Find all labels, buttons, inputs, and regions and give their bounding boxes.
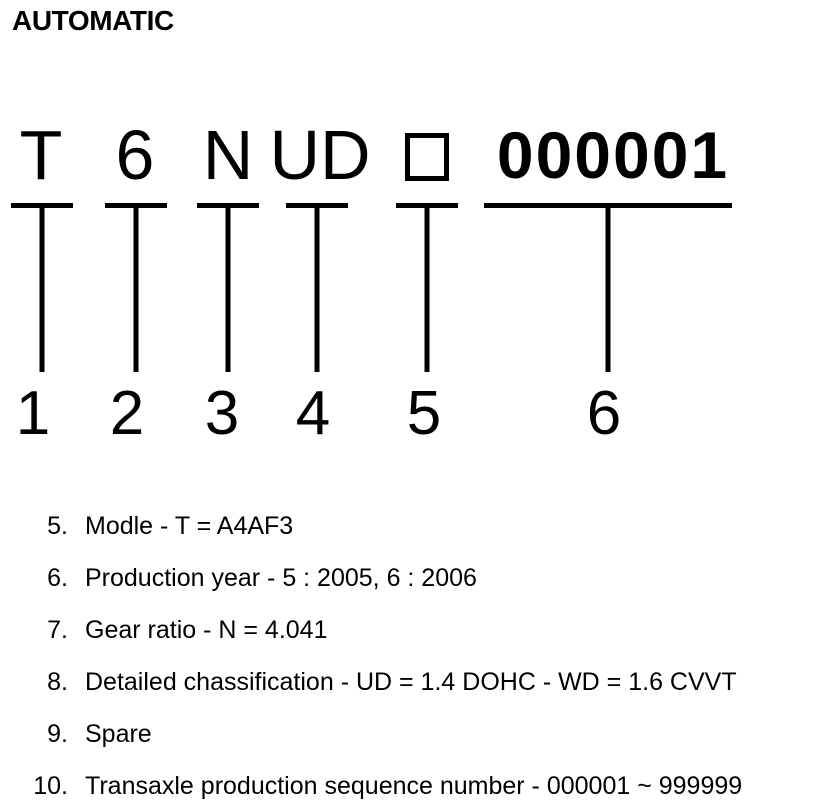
code-char-2: 6 [115,116,155,194]
leader-bar-6 [484,203,732,208]
code-char-empty-square-icon [405,133,449,181]
leader-stem-3 [225,208,231,372]
legend-item-text: Modle - T = A4AF3 [85,512,294,540]
legend-item-text: Transaxle production sequence number - 0… [85,772,743,800]
page-title: AUTOMATIC [12,5,174,36]
index-number-4: 4 [295,379,331,448]
index-number-6: 6 [586,379,622,448]
index-number-5: 5 [406,379,442,448]
leader-stem-5 [424,208,430,372]
leader-bar-4 [286,203,348,208]
legend-item-number: 10. [33,772,68,800]
legend-item-number: 6. [47,564,68,592]
leader-stem-2 [133,208,139,372]
leader-bar-2 [105,203,167,208]
leader-stem-6 [605,208,611,372]
code-char-4: UD [269,116,371,194]
leader-bar-5 [396,203,458,208]
legend-item-number: 5. [47,512,68,540]
leader-bar-1 [11,203,73,208]
index-number-3: 3 [204,379,240,448]
legend-item-number: 7. [47,616,68,644]
legend-item-text: Gear ratio - N = 4.041 [85,616,328,644]
index-number-2: 2 [109,379,145,448]
legend-item: 8. Detailed chassification - UD = 1.4 DOH… [0,656,832,708]
legend-item: 9. Spare [0,708,832,760]
legend-list: 5. Modle - T = A4AF3 6. Production year - 5… [0,500,832,812]
legend-item: 10. Transaxle production sequence number … [0,760,832,812]
leader-stem-4 [314,208,320,372]
leader-bar-3 [197,203,259,208]
legend-item: 5. Modle - T = A4AF3 [0,500,832,552]
legend-item-text: Spare [85,720,152,748]
index-number-1: 1 [15,379,51,448]
leader-stem-1 [39,208,45,372]
legend-item-text: Detailed chassification - UD = 1.4 DOHC … [85,668,737,696]
legend-item: 7. Gear ratio - N = 4.041 [0,604,832,656]
code-char-3: N [202,116,254,194]
legend-item-number: 9. [47,720,68,748]
legend-item: 6. Production year - 5 : 2005, 6 : 2006 [0,552,832,604]
code-char-6: 000001 [496,118,730,192]
code-char-1: T [19,116,63,194]
legend-item-text: Production year - 5 : 2005, 6 : 2006 [85,564,477,592]
legend-item-number: 8. [47,668,68,696]
